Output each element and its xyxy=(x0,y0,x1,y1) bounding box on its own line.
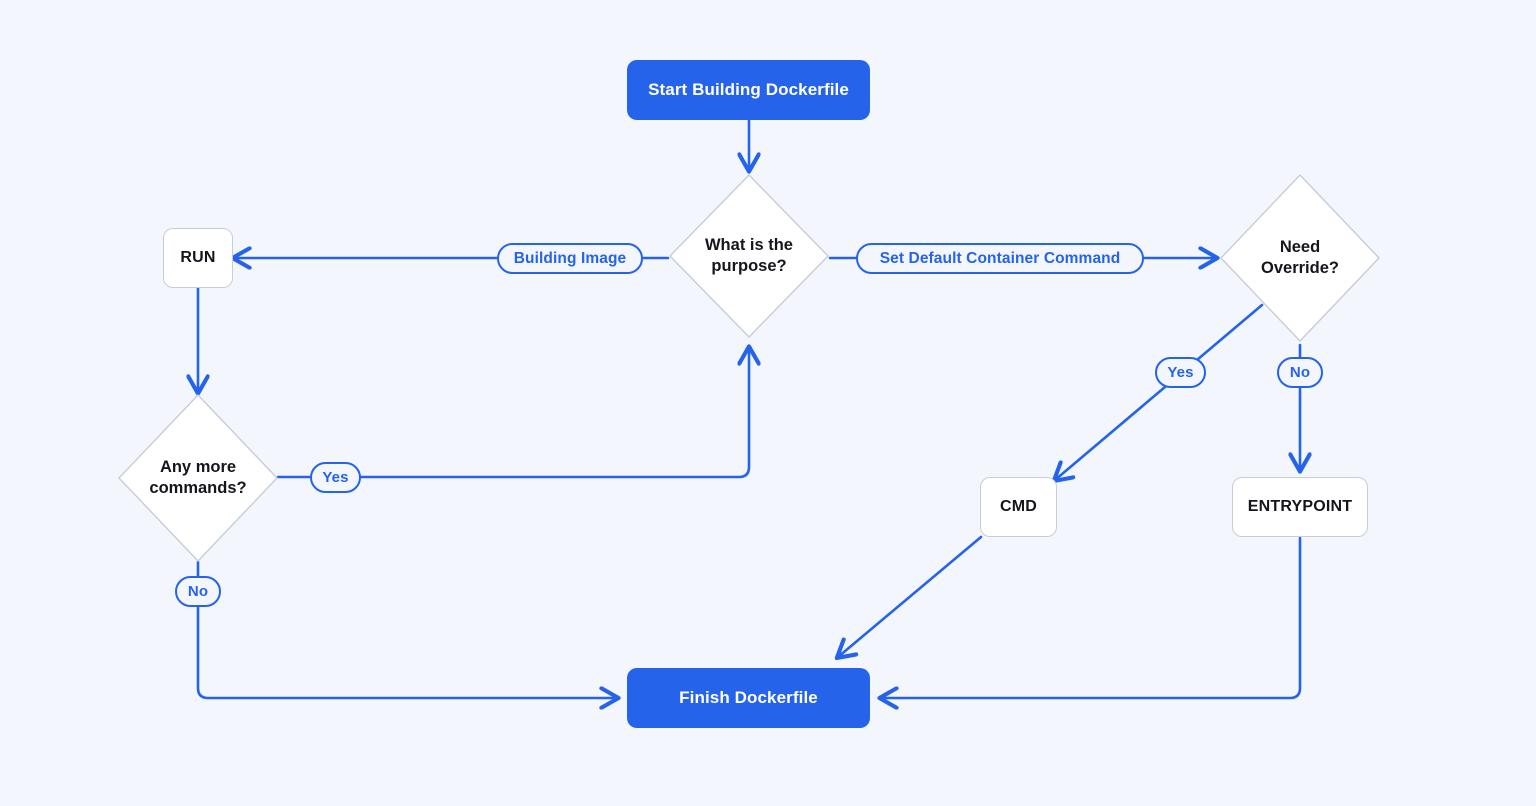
node-need-override[interactable]: Need Override? xyxy=(1218,172,1382,344)
node-any-more-label: Any more commands? xyxy=(149,458,247,497)
edge-label-override-no-text: No xyxy=(1289,364,1311,381)
node-entrypoint[interactable]: ENTRYPOINT xyxy=(1232,477,1368,537)
edge-need-override-yes-cmd xyxy=(1055,303,1264,480)
edge-label-override-no[interactable]: No xyxy=(1277,357,1323,388)
edge-cmd-finish xyxy=(838,535,983,657)
node-finish-dockerfile[interactable]: Finish Dockerfile xyxy=(627,668,870,728)
edge-label-override-yes-text: Yes xyxy=(1167,364,1194,381)
edge-any-more-no-finish xyxy=(196,560,617,698)
edge-label-building-image[interactable]: Building Image xyxy=(497,243,643,274)
edge-any-more-yes-purpose xyxy=(276,348,749,479)
node-any-more-commands[interactable]: Any more commands? xyxy=(116,392,280,564)
edge-entrypoint-finish xyxy=(881,536,1302,698)
node-need-override-label: Need Override? xyxy=(1261,238,1339,277)
edge-label-any-more-yes-text: Yes xyxy=(322,469,349,486)
diamond-shape xyxy=(118,394,278,562)
node-finish-label: Finish Dockerfile xyxy=(679,688,818,707)
node-start-building-dockerfile[interactable]: Start Building Dockerfile xyxy=(627,60,870,120)
node-cmd-label: CMD xyxy=(999,498,1038,515)
edge-label-set-default-container-command-text: Set Default Container Command xyxy=(879,249,1121,267)
diamond-shape xyxy=(669,174,829,338)
node-cmd[interactable]: CMD xyxy=(980,477,1057,537)
node-purpose-label: What is the purpose? xyxy=(704,236,793,275)
edge-label-any-more-yes[interactable]: Yes xyxy=(310,462,361,493)
node-run[interactable]: RUN xyxy=(163,228,233,288)
node-entrypoint-label: ENTRYPOINT xyxy=(1247,498,1353,515)
edge-label-building-image-text: Building Image xyxy=(513,249,627,267)
node-start-label: Start Building Dockerfile xyxy=(648,80,849,99)
diamond-shape xyxy=(1220,174,1380,342)
node-what-is-the-purpose[interactable]: What is the purpose? xyxy=(667,172,831,340)
edge-label-any-more-no[interactable]: No xyxy=(175,576,221,607)
node-run-label: RUN xyxy=(180,249,216,266)
edge-label-set-default-container-command[interactable]: Set Default Container Command xyxy=(856,243,1144,274)
edge-label-override-yes[interactable]: Yes xyxy=(1155,357,1206,388)
edge-label-any-more-no-text: No xyxy=(187,583,209,600)
